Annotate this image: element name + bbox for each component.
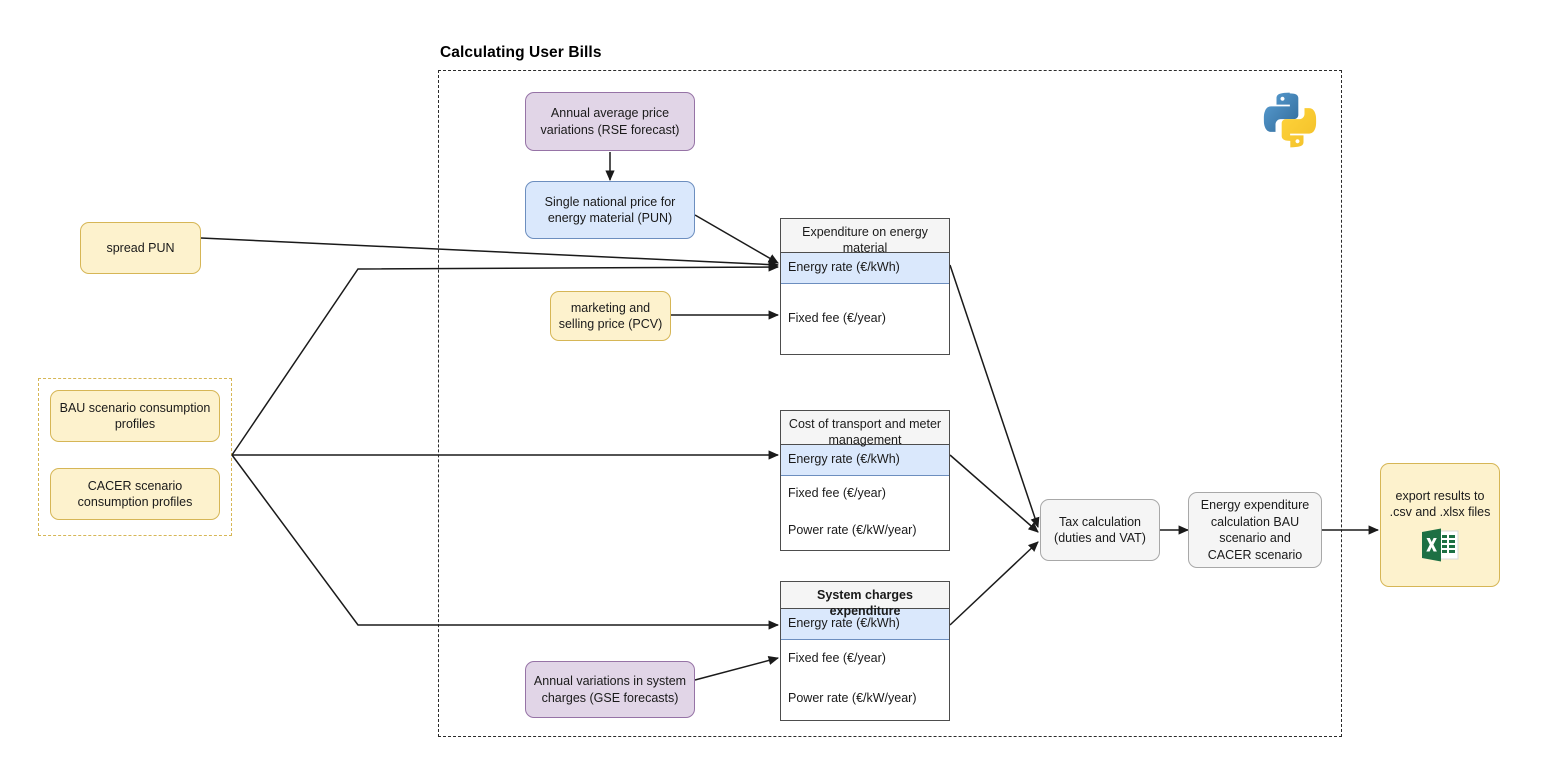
node-bau-scenario[interactable]: BAU scenario consumption profiles [50,390,220,442]
table-header: Expenditure on energy material [781,219,949,255]
table-row[interactable]: Fixed fee (€/year) [788,311,886,326]
node-rse-forecast[interactable]: Annual average price variations (RSE for… [525,92,695,151]
node-cacer-scenario-label: CACER scenario consumption profiles [77,478,193,510]
table-row[interactable]: Fixed fee (€/year) [788,486,886,501]
table-expenditure-on-energy-material: Expenditure on energy material Energy ra… [780,218,950,355]
table-system-charges-expenditure: System charges expenditure Energy rate (… [780,581,950,721]
node-spread-pun[interactable]: spread PUN [80,222,201,274]
node-export-results-label: export results to .csv and .xlsx files [1389,488,1491,520]
table-row[interactable]: Energy rate (€/kWh) [781,445,949,476]
table-header: Cost of transport and meter management [781,411,949,447]
node-export-results[interactable]: export results to .csv and .xlsx files [1380,463,1500,587]
node-tax-calculation[interactable]: Tax calculation (duties and VAT) [1040,499,1160,561]
node-cacer-scenario[interactable]: CACER scenario consumption profiles [50,468,220,520]
table-row[interactable]: Energy rate (€/kWh) [781,609,949,640]
node-pcv[interactable]: marketing and selling price (PCV) [550,291,671,341]
node-energy-expenditure-calculation-label: Energy expenditure calculation BAU scena… [1200,498,1310,562]
node-bau-scenario-label: BAU scenario consumption profiles [59,400,211,432]
python-logo [1263,92,1317,148]
table-row[interactable]: Fixed fee (€/year) [788,651,886,666]
table-cost-of-transport-and-meter-management: Cost of transport and meter management E… [780,410,950,551]
node-spread-pun-label: spread PUN [106,240,175,255]
table-row[interactable]: Energy rate (€/kWh) [781,253,949,284]
node-gse-forecast-label: Annual variations in system charges (GSE… [533,674,687,705]
node-energy-expenditure-calculation[interactable]: Energy expenditure calculation BAU scena… [1188,492,1322,568]
page-title: Calculating User Bills [440,44,602,61]
table-header: System charges expenditure [781,582,949,618]
node-pun-label: Single national price for energy materia… [544,194,676,226]
node-gse-forecast[interactable]: Annual variations in system charges (GSE… [525,661,695,718]
node-tax-calculation-label: Tax calculation (duties and VAT) [1054,514,1146,546]
node-pun[interactable]: Single national price for energy materia… [525,181,695,239]
table-row[interactable]: Power rate (€/kW/year) [788,690,917,705]
excel-icon [1422,528,1459,561]
node-pcv-label: marketing and selling price (PCV) [558,300,663,332]
node-rse-forecast-label: Annual average price variations (RSE for… [540,106,680,137]
table-row[interactable]: Power rate (€/kW/year) [788,523,917,538]
